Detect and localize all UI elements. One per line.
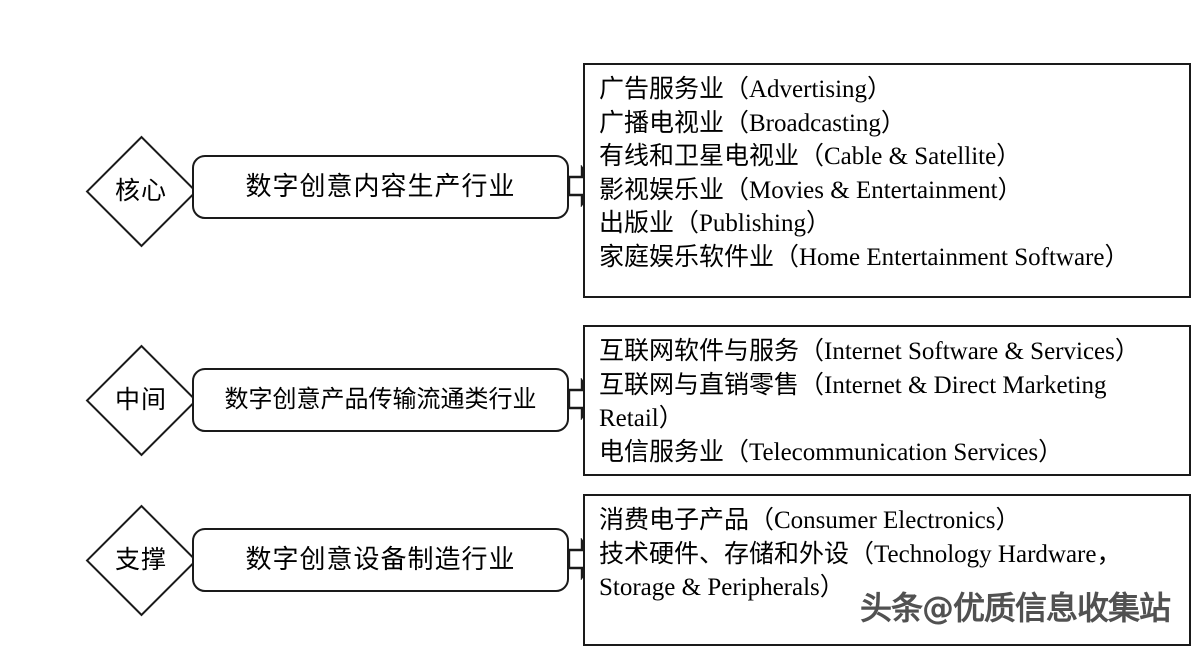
watermark-text: 头条@优质信息收集站 (860, 589, 1171, 627)
tier-diamond-core: 核心 (85, 135, 197, 247)
tier-diamond-label-support: 支撑 (114, 546, 167, 574)
diagram-row-support: 支撑 数字创意设备制造行业 消费电子产品（Consumer Electronic… (0, 486, 1202, 646)
content-line: 电信服务业（Telecommunication Services） (599, 438, 1064, 466)
tier-diamond-support: 支撑 (85, 504, 197, 616)
content-line: 广告服务业（Advertising） (599, 76, 893, 103)
tier-diamond-label-core: 核心 (114, 177, 167, 205)
content-line: 消费电子产品（Consumer Electronics） (599, 507, 1021, 534)
diagram-row-middle: 中间 数字创意产品传输流通类行业 互联网软件与服务（Internet Softw… (0, 318, 1202, 484)
content-line: 出版业（Publishing） (599, 210, 831, 237)
content-line: 广播电视业（Broadcasting） (599, 109, 906, 137)
content-line: 互联网软件与服务（Internet Software & Services） (599, 338, 1140, 365)
content-box-support: 消费电子产品（Consumer Electronics） 技术硬件、存储和外设（… (583, 494, 1191, 646)
stage-box-core: 数字创意内容生产行业 (192, 155, 569, 219)
content-line: 有线和卫星电视业（Cable & Satellite） (599, 143, 1022, 170)
content-box-core: 广告服务业（Advertising） 广播电视业（Broadcasting） 有… (583, 63, 1191, 298)
tier-diamond-label-middle: 中间 (114, 386, 167, 414)
diagram-row-core: 核心 数字创意内容生产行业 广告服务业（Advertising） 广播电视业（B… (0, 0, 1202, 310)
content-line: 家庭娱乐软件业（Home Entertainment Software） (599, 243, 1130, 271)
stage-box-support: 数字创意设备制造行业 (192, 528, 569, 592)
content-box-middle: 互联网软件与服务（Internet Software & Services） 互… (583, 325, 1191, 476)
tier-diamond-middle: 中间 (85, 344, 197, 456)
stage-box-middle: 数字创意产品传输流通类行业 (192, 368, 569, 432)
content-line: 技术硬件、存储和外设（Technology Hardware，Storage &… (599, 540, 1122, 602)
content-line: 影视娱乐业（Movies & Entertainment） (599, 176, 1023, 204)
content-line: 互联网与直销零售（Internet & Direct Marketing Ret… (599, 371, 1107, 433)
stage-label-support: 数字创意设备制造行业 (245, 545, 516, 574)
stage-label-middle: 数字创意产品传输流通类行业 (224, 387, 537, 413)
stage-label-core: 数字创意内容生产行业 (245, 172, 516, 201)
